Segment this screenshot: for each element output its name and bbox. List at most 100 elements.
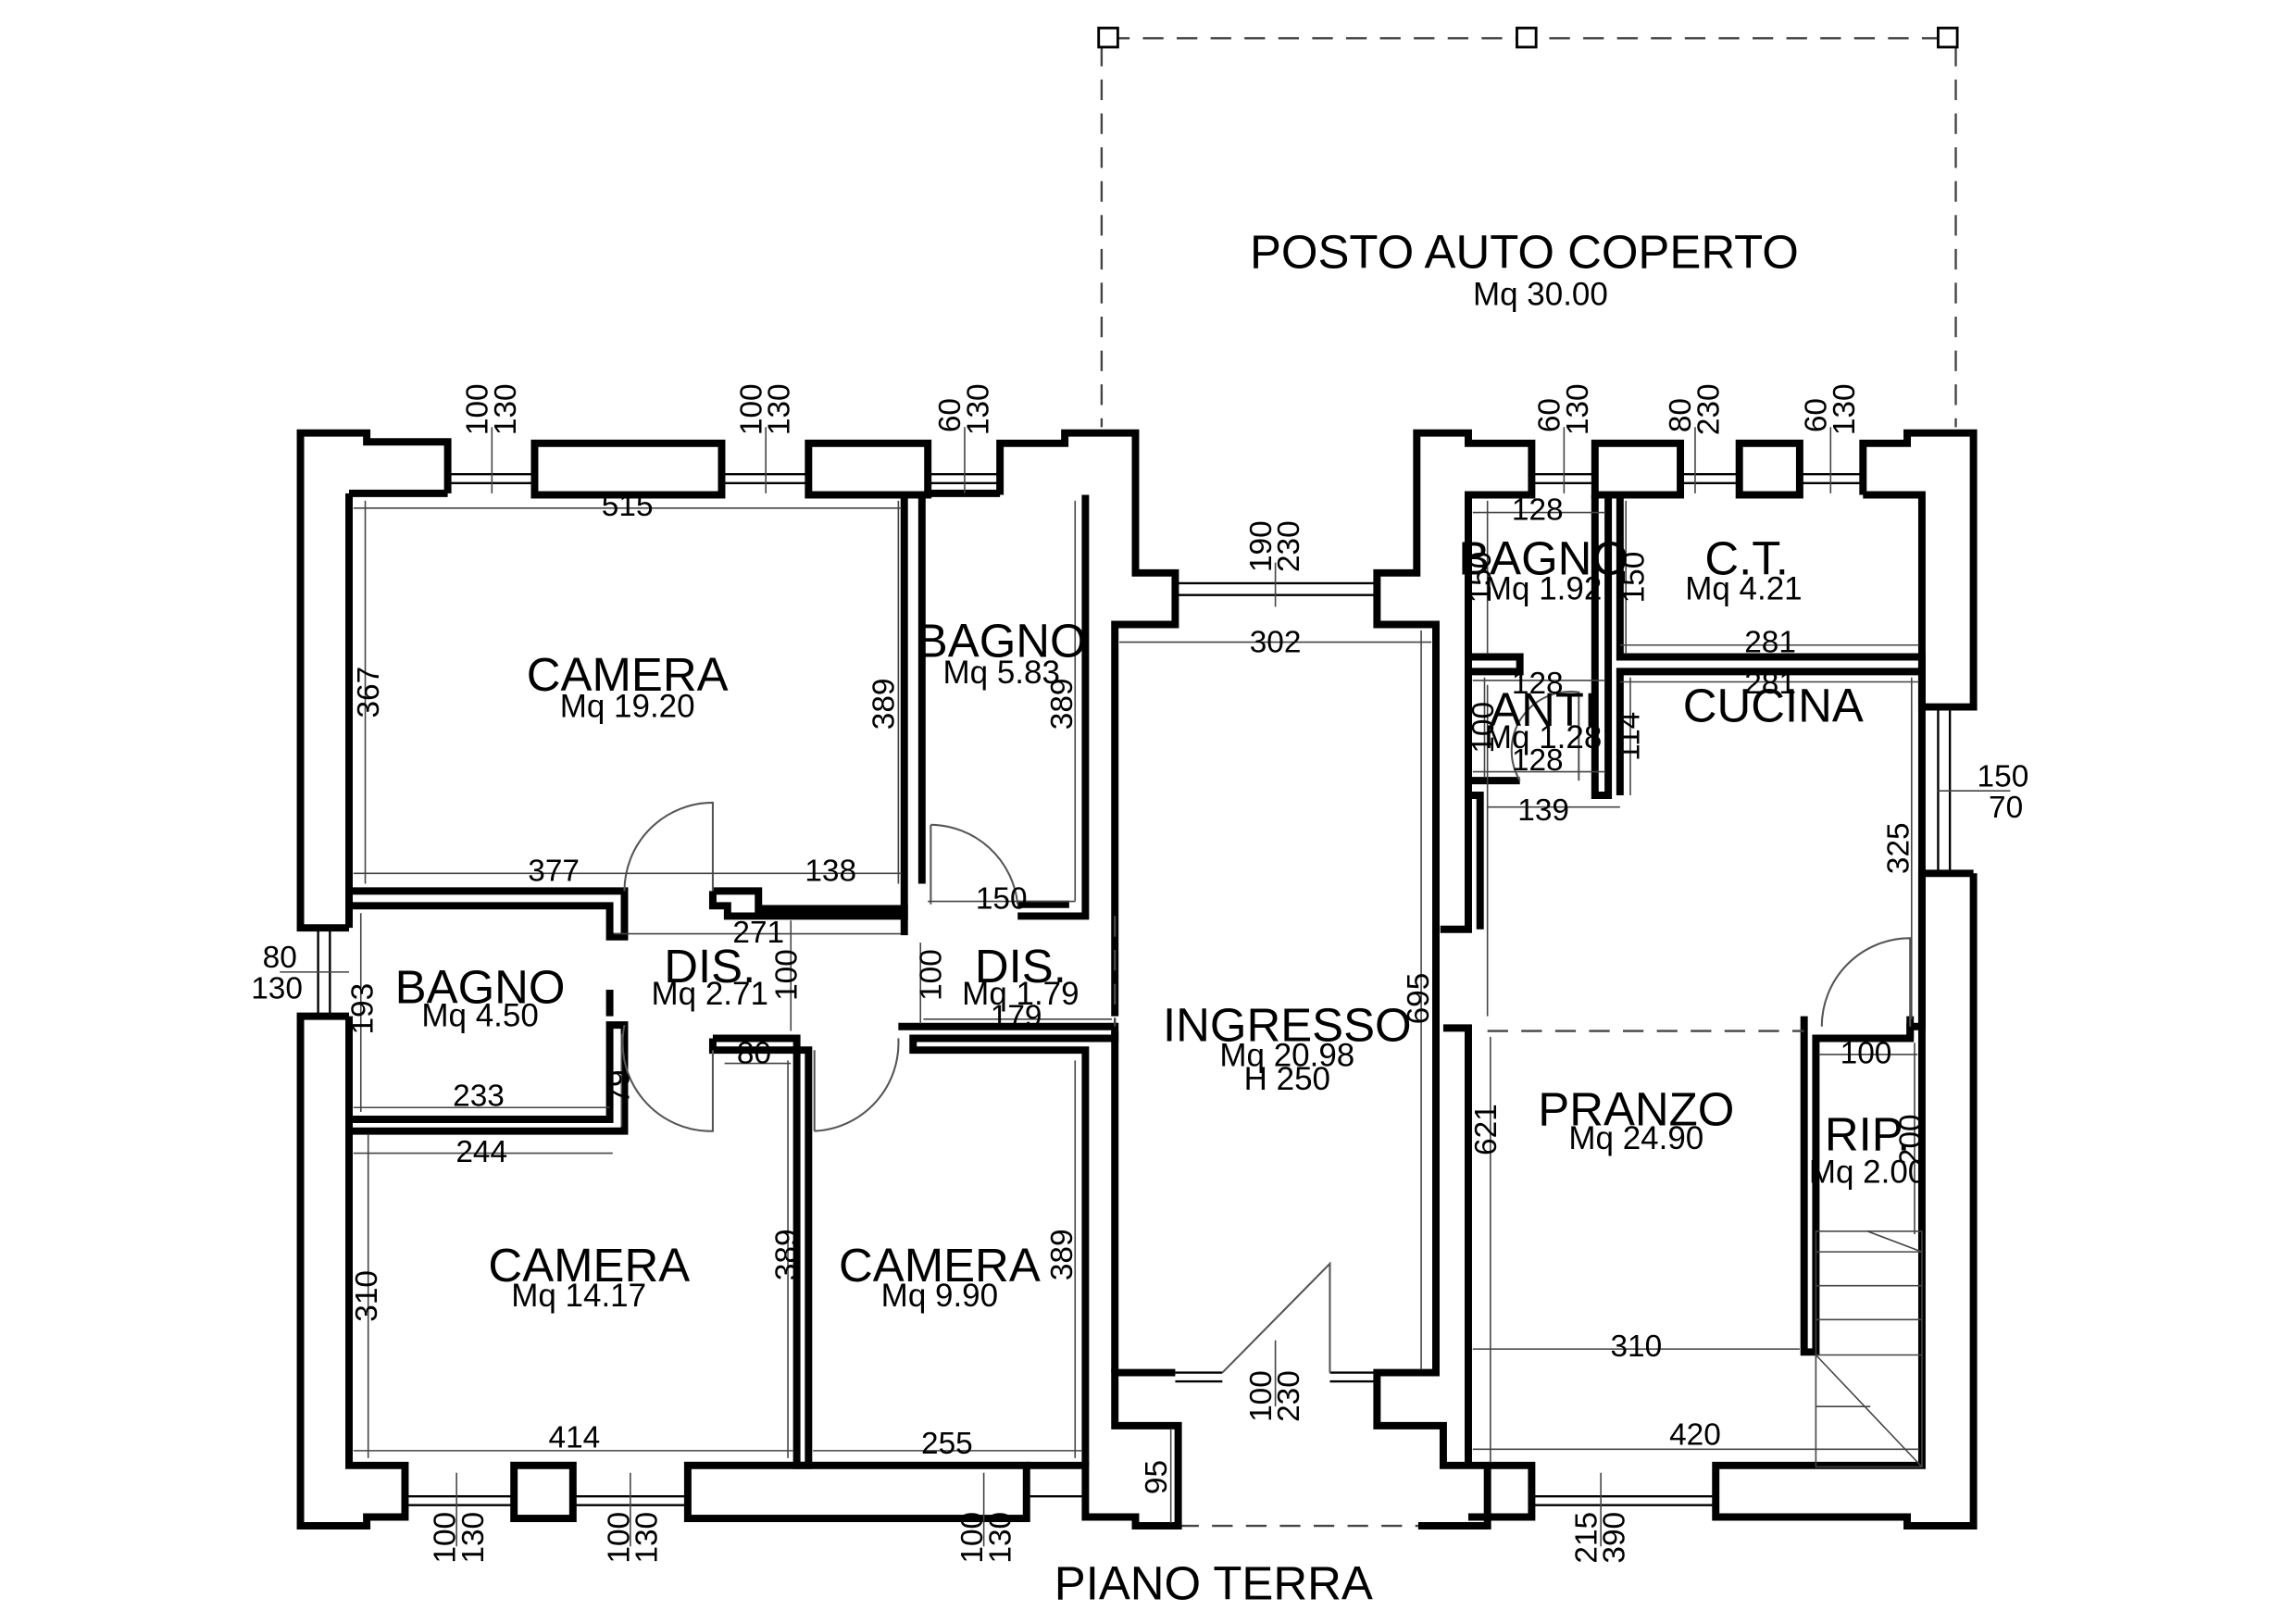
room-name-ct: C.T. xyxy=(1704,531,1788,584)
dim-pranzo-height: 621 xyxy=(1469,1104,1504,1155)
room-area-bagno-2: Mq 4.50 xyxy=(421,998,538,1034)
opening-top-3-a: 60 xyxy=(933,398,967,432)
carport-outline xyxy=(1097,26,1959,1528)
dim-cucina-width-2: 139 xyxy=(1517,793,1569,828)
dim-door-80: 80 xyxy=(737,1037,771,1071)
dim-bagno-1-width: 150 xyxy=(976,881,1028,916)
dim-anti-width-2: 128 xyxy=(1512,743,1564,778)
opening-bot-3-a: 100 xyxy=(955,1512,990,1564)
dim-anti-height: 100 xyxy=(1466,702,1501,754)
room-name-posto-auto: POSTO AUTO COPERTO xyxy=(1250,226,1799,279)
opening-bot-3-b: 130 xyxy=(983,1512,1017,1564)
opening-top-4-a: 60 xyxy=(1533,398,1567,432)
room-name-anti: ANTI xyxy=(1490,683,1597,736)
room-area-ingresso: Mq 20.98 xyxy=(1219,1038,1354,1074)
room-name-dis-1: DIS. xyxy=(664,940,755,993)
interior-walls xyxy=(349,494,1926,1469)
room-name-dis-2: DIS. xyxy=(975,940,1067,993)
opening-top-6-b: 130 xyxy=(1828,383,1862,435)
dim-camera-2-bottom: 414 xyxy=(549,1421,601,1455)
dim-bagno-2-height: 193 xyxy=(345,983,380,1035)
room-area-camera-3: Mq 9.90 xyxy=(881,1278,998,1314)
room-height-ingresso: H 250 xyxy=(1244,1061,1330,1097)
opening-entrance-bot-b: 230 xyxy=(1272,1370,1306,1422)
opening-ticks xyxy=(280,427,2011,1547)
room-name-cucina: CUCINA xyxy=(1683,679,1864,731)
opening-left-b: 130 xyxy=(251,972,303,1006)
room-name-rip: RIP. xyxy=(1825,1107,1910,1160)
opening-top-1-b: 130 xyxy=(489,383,523,435)
dim-camera-2-height-2: 389 xyxy=(770,1229,805,1280)
room-area-dis-1: Mq 2.71 xyxy=(652,976,768,1012)
dim-camera-1-bottom-1: 377 xyxy=(528,854,580,888)
dim-anti-width-1: 128 xyxy=(1512,667,1564,701)
drawing-title: PIANO TERRA xyxy=(1054,1557,1373,1610)
room-area-pranzo: Mq 24.90 xyxy=(1568,1120,1703,1156)
dimension-labels: 515 367 389 377 138 389 150 271 100 100 … xyxy=(345,489,1928,1461)
dim-cucina-width: 281 xyxy=(1744,667,1796,701)
room-name-ingresso: INGRESSO xyxy=(1163,999,1412,1052)
opening-entrance-bot-a: 100 xyxy=(1244,1370,1279,1422)
dim-dis-2-width: 179 xyxy=(991,1000,1042,1034)
dim-cucina-height: 114 xyxy=(1613,712,1647,761)
room-area-camera-1: Mq 19.20 xyxy=(560,689,695,725)
dim-camera-2-height: 310 xyxy=(350,1270,384,1322)
exterior-walls xyxy=(296,429,1978,1529)
dim-bagno-3-height: 150 xyxy=(1464,552,1498,604)
dimension-lines xyxy=(353,500,1919,1463)
room-area-anti: Mq 1.28 xyxy=(1485,719,1602,755)
stair xyxy=(1815,1230,1923,1468)
opening-entrance-top-b: 230 xyxy=(1272,520,1306,572)
room-name-bagno-3: BAGNO xyxy=(1458,531,1628,584)
opening-bot-4-a: 215 xyxy=(1569,1512,1603,1564)
dim-camera-3-height: 389 xyxy=(1045,1229,1079,1280)
opening-top-5-a: 80 xyxy=(1664,398,1698,432)
opening-entrance-top-a: 190 xyxy=(1244,520,1279,572)
room-name-camera-3: CAMERA xyxy=(839,1239,1041,1292)
dim-bagno-1-height: 389 xyxy=(1045,679,1079,730)
opening-step: 95 xyxy=(1140,1460,1174,1494)
room-name-pranzo: PRANZO xyxy=(1538,1082,1734,1135)
dim-camera-2-width: 244 xyxy=(455,1135,507,1169)
room-area-ct: Mq 4.21 xyxy=(1685,570,1802,606)
opening-top-2-b: 130 xyxy=(763,383,797,435)
opening-bot-1-a: 100 xyxy=(429,1512,463,1564)
opening-top-6-a: 60 xyxy=(1800,398,1834,432)
dim-camera-3-bottom: 255 xyxy=(921,1427,973,1461)
opening-right-b: 70 xyxy=(1989,791,2023,825)
dim-cucina-height-2: 325 xyxy=(1882,822,1916,874)
room-area-dis-2: Mq 1.79 xyxy=(962,976,1079,1012)
dim-pranzo-width-2: 420 xyxy=(1669,1418,1721,1453)
opening-top-2-a: 100 xyxy=(734,383,768,435)
opening-top-1-a: 100 xyxy=(461,383,495,435)
room-name-bagno-1: BAGNO xyxy=(917,614,1087,667)
opening-bot-2-b: 130 xyxy=(630,1512,664,1564)
door-swings xyxy=(621,691,1912,1374)
dim-camera-1-height: 367 xyxy=(352,667,386,718)
dim-dis-1-height: 100 xyxy=(770,949,805,1001)
dim-ingresso-height: 695 xyxy=(1402,973,1436,1025)
room-area-camera-2: Mq 14.17 xyxy=(511,1278,646,1314)
carport-post-right xyxy=(1937,26,1959,49)
dim-ct-width: 281 xyxy=(1744,626,1796,660)
dim-camera-1-bottom-2: 138 xyxy=(805,854,856,888)
room-area-bagno-1: Mq 5.83 xyxy=(943,655,1060,691)
room-name-camera-2: CAMERA xyxy=(488,1239,690,1292)
room-area-rip: Mq 2.00 xyxy=(1809,1154,1926,1190)
opening-top-4-b: 130 xyxy=(1561,383,1595,435)
opening-bot-4-b: 390 xyxy=(1598,1512,1632,1564)
room-labels: POSTO AUTO COPERTO Mq 30.00 CAMERA Mq 19… xyxy=(395,226,1927,1314)
dim-rip-height: 200 xyxy=(1893,1114,1928,1166)
dim-ingresso-width: 302 xyxy=(1250,626,1302,660)
opening-bot-1-b: 130 xyxy=(456,1512,491,1564)
dim-bagno-2-width: 233 xyxy=(453,1080,505,1114)
dim-camera-1-width: 515 xyxy=(602,489,654,523)
opening-right-a: 150 xyxy=(1978,759,2029,793)
dim-dis-1-width: 271 xyxy=(732,916,784,950)
room-name-camera-1: CAMERA xyxy=(527,648,729,701)
opening-left-a: 80 xyxy=(263,941,297,975)
room-name-bagno-2: BAGNO xyxy=(395,960,566,1013)
dim-bagno-3-width: 128 xyxy=(1512,493,1564,528)
room-area-posto-auto: Mq 30.00 xyxy=(1473,276,1608,312)
